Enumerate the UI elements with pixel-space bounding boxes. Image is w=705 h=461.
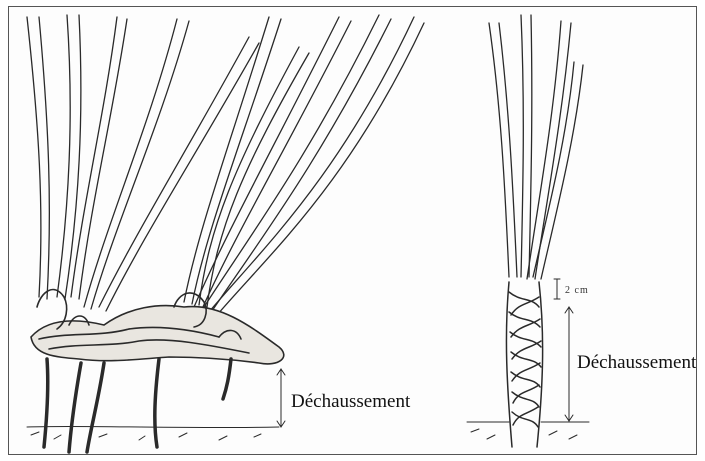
left-plant-rootstock bbox=[31, 290, 284, 364]
right-small-bracket bbox=[554, 279, 560, 299]
left-soil bbox=[27, 426, 279, 440]
left-plant-leaves bbox=[27, 15, 424, 315]
right-depth-label: Déchaussement bbox=[577, 352, 696, 374]
right-small-label: 2 cm bbox=[565, 285, 589, 296]
plant-illustration bbox=[9, 7, 697, 455]
left-plant-roots bbox=[44, 359, 231, 452]
right-plant-leaves bbox=[489, 15, 583, 279]
right-plant-stem bbox=[506, 282, 542, 447]
right-soil bbox=[467, 422, 589, 439]
right-depth-arrow bbox=[565, 307, 573, 421]
left-depth-label: Déchaussement bbox=[291, 391, 410, 413]
left-depth-arrow bbox=[277, 369, 285, 427]
diagram-frame: Déchaussement 2 cm Déchaussement bbox=[8, 6, 697, 455]
